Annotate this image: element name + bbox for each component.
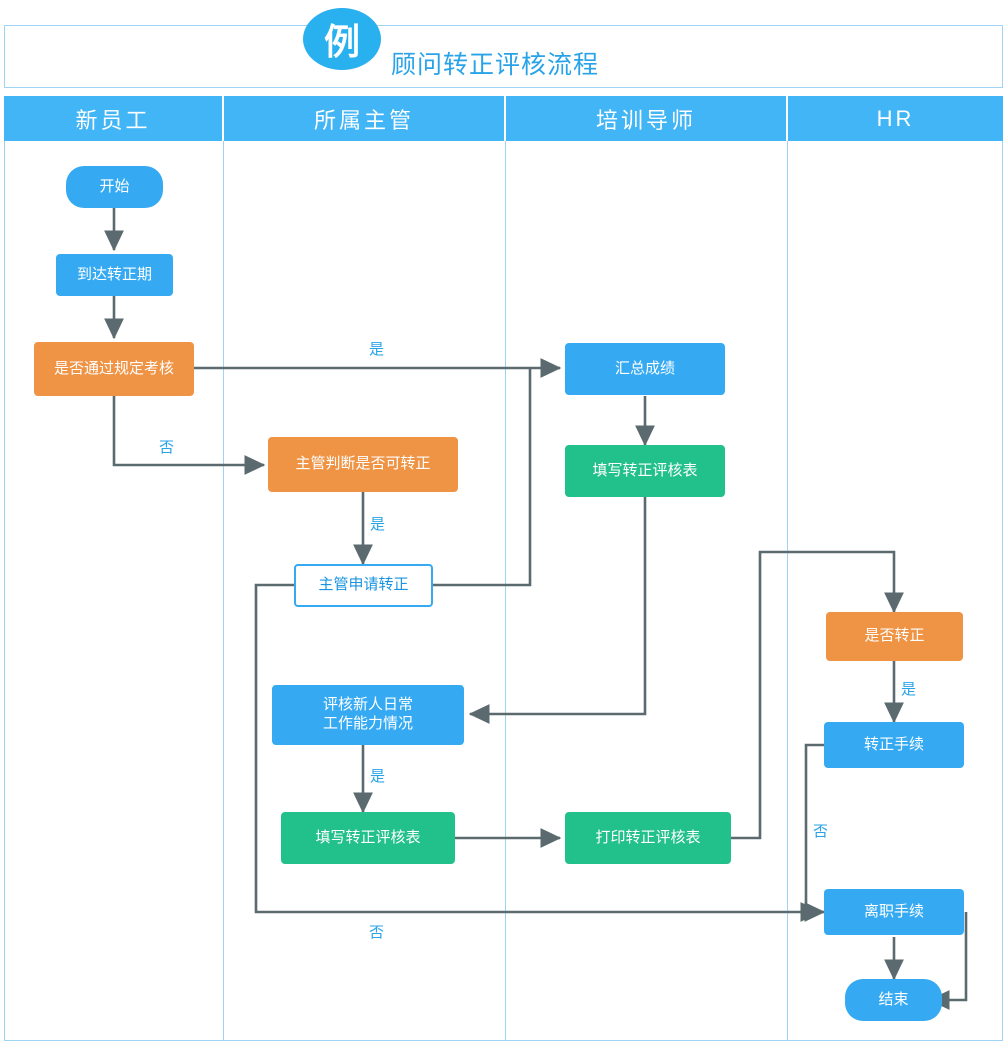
lane-header-supervisor: 所属主管 [224, 96, 506, 141]
edge-label-yes-1: 是 [369, 341, 385, 358]
header-band [4, 25, 1003, 88]
lane-body-trainer [506, 141, 788, 1041]
edge-label-no-3: 否 [369, 924, 385, 941]
lane-body-new-employee [4, 141, 224, 1041]
node-end[interactable]: 结束 [845, 979, 942, 1021]
edge-label-no-2: 否 [813, 823, 829, 840]
node-summarize-scores[interactable]: 汇总成绩 [565, 343, 725, 395]
node-fill-form-mentor[interactable]: 填写转正评核表 [565, 445, 725, 497]
edge-label-yes-2: 是 [370, 516, 386, 533]
node-is-regular[interactable]: 是否转正 [826, 612, 963, 661]
node-evaluate-newcomer-label: 评核新人日常 工作能力情况 [322, 696, 413, 732]
edge-label-yes-4: 是 [901, 681, 917, 698]
node-print-form[interactable]: 打印转正评核表 [565, 812, 731, 864]
lane-header-trainer: 培训导师 [506, 96, 788, 141]
edge-label-no-1: 否 [159, 439, 175, 456]
example-badge: 例 [303, 8, 381, 70]
node-supervisor-judge[interactable]: 主管判断是否可转正 [268, 437, 458, 492]
node-pass-required-assessment[interactable]: 是否通过规定考核 [34, 342, 194, 396]
page-title: 顾问转正评核流程 [391, 51, 600, 79]
node-fill-form-supervisor[interactable]: 填写转正评核表 [281, 812, 455, 864]
node-resign-procedure[interactable]: 离职手续 [824, 889, 964, 935]
node-start[interactable]: 开始 [66, 166, 163, 208]
node-regular-procedure[interactable]: 转正手续 [824, 722, 964, 768]
lane-header-hr: HR [788, 96, 1003, 141]
node-supervisor-apply[interactable]: 主管申请转正 [294, 564, 433, 607]
node-arrive-regular-date[interactable]: 到达转正期 [56, 254, 173, 296]
lane-header-new-employee: 新员工 [4, 96, 224, 141]
edge-label-yes-3: 是 [370, 768, 386, 785]
lane-body-hr [788, 141, 1003, 1041]
node-evaluate-newcomer[interactable]: 评核新人日常 工作能力情况 [272, 685, 464, 745]
